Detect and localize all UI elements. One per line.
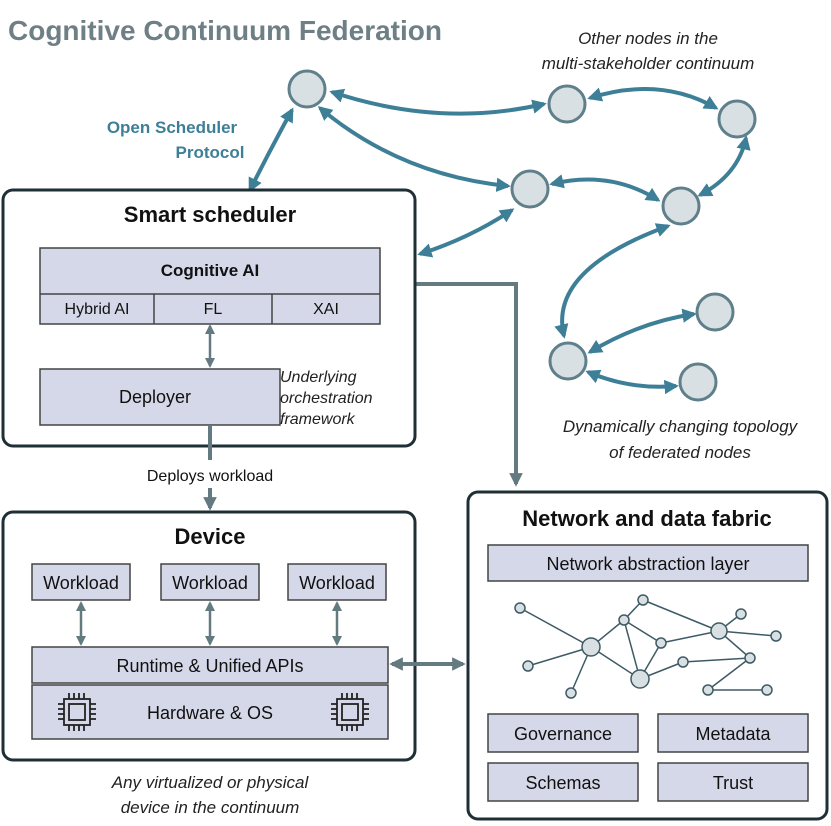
orchestration-note-line2: orchestration xyxy=(280,390,373,407)
data-network-graph xyxy=(514,594,782,699)
abstraction-layer-box xyxy=(487,544,809,582)
protocol-label-line2: Protocol xyxy=(176,143,245,162)
edge-n3-n5 xyxy=(697,135,751,197)
federation-edges xyxy=(248,87,751,395)
federated-node xyxy=(547,84,587,124)
schemas-label: Schemas xyxy=(525,773,600,793)
smart-scheduler-title: Smart scheduler xyxy=(124,202,297,227)
edge-n5-n6 xyxy=(554,223,671,339)
governance-box xyxy=(487,713,639,753)
device-title: Device xyxy=(175,524,246,549)
workload-label: Workload xyxy=(172,573,248,593)
schemas-box xyxy=(487,762,639,802)
cognitive-ai-box xyxy=(39,247,381,325)
protocol-label-line1: Open Scheduler xyxy=(107,118,238,137)
network-fabric-panel: Network and data fabric Network abstract… xyxy=(466,490,829,821)
topology-note-line2: of federated nodes xyxy=(609,443,751,462)
federated-node xyxy=(548,341,588,381)
device-panel: Device Workload Workload Workload Runtim… xyxy=(1,510,417,762)
edge-n1-n4 xyxy=(317,106,511,192)
network-fabric-title: Network and data fabric xyxy=(522,506,771,531)
edge-n6-n7 xyxy=(587,308,697,354)
workload-label: Workload xyxy=(43,573,119,593)
hardware-box xyxy=(31,684,389,740)
workload-label: Workload xyxy=(299,573,375,593)
governance-label: Governance xyxy=(514,724,612,744)
other-nodes-note-line1: Other nodes in the xyxy=(578,29,718,48)
edge-n6-n8 xyxy=(585,369,679,395)
federated-node xyxy=(717,99,757,139)
chip-icon xyxy=(58,693,96,731)
federated-node xyxy=(678,362,718,402)
workload-box xyxy=(287,563,387,601)
deploys-workload-label: Deploys workload xyxy=(147,468,273,485)
edge-protocol xyxy=(248,107,294,193)
orchestration-note-line1: Underlying xyxy=(280,369,357,386)
metadata-box xyxy=(657,713,809,753)
edge-n4-scheduler xyxy=(417,208,515,258)
abstraction-layer-label: Network abstraction layer xyxy=(546,554,749,574)
diagram-title: Cognitive Continuum Federation xyxy=(8,15,442,46)
trust-label: Trust xyxy=(713,773,753,793)
device-note-line1: Any virtualized or physical xyxy=(111,773,310,792)
device-note-line2: device in the continuum xyxy=(121,798,300,817)
hardware-label: Hardware & OS xyxy=(147,703,273,723)
edge-n4-n5 xyxy=(549,174,661,202)
federation-nodes xyxy=(287,69,757,402)
workload-box xyxy=(160,563,260,601)
deployer-box xyxy=(39,368,281,426)
trust-box xyxy=(657,762,809,802)
smart-scheduler-panel: Smart scheduler Cognitive AI Hybrid AI F… xyxy=(1,188,417,448)
data-network-nodes xyxy=(514,594,782,699)
edge-n1-n2 xyxy=(329,88,547,116)
scheduler-fabric-arrow xyxy=(379,277,523,487)
workload-box xyxy=(31,563,131,601)
orchestration-note-line3: framework xyxy=(280,411,356,428)
other-nodes-note-line2: multi-stakeholder continuum xyxy=(542,54,755,73)
xai-label: XAI xyxy=(313,301,339,318)
federated-node xyxy=(695,292,735,332)
federated-node xyxy=(510,169,550,209)
edge-n2-n3 xyxy=(587,87,719,110)
runtime-box xyxy=(31,646,389,684)
deployer-label: Deployer xyxy=(119,387,191,407)
hybrid-ai-label: Hybrid AI xyxy=(65,301,130,318)
runtime-label: Runtime & Unified APIs xyxy=(116,656,303,676)
metadata-label: Metadata xyxy=(695,724,771,744)
chip-icon xyxy=(331,693,369,731)
federated-node xyxy=(287,69,327,109)
federated-node xyxy=(661,186,701,226)
cognitive-ai-label: Cognitive AI xyxy=(161,261,260,280)
topology-note-line1: Dynamically changing topology xyxy=(563,417,799,436)
fl-label: FL xyxy=(204,301,223,318)
